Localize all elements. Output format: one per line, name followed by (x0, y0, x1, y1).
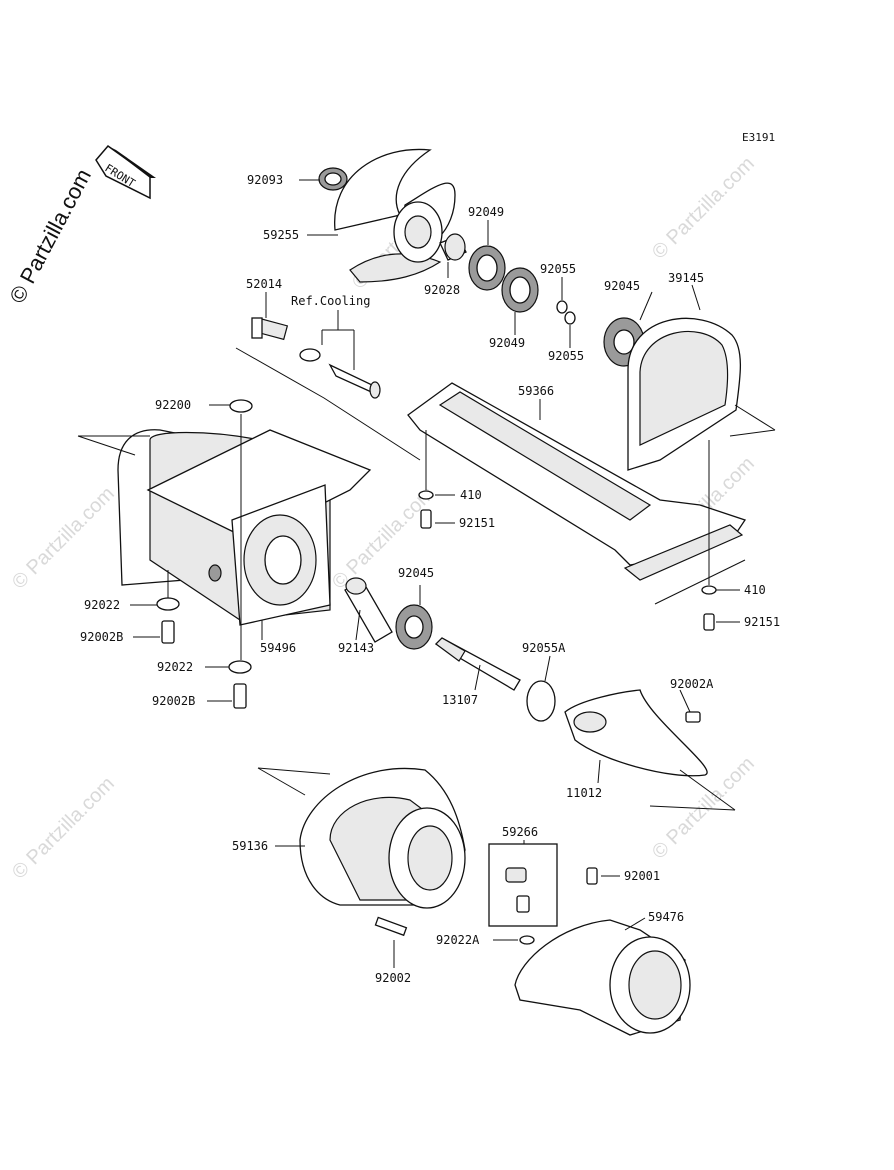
drive-shaft-13107 (434, 637, 521, 691)
watermark: © Partzilla.com (648, 153, 759, 264)
note-ref-cooling: Ref.Cooling (291, 294, 370, 308)
label-92022A: 92022A (436, 933, 480, 947)
shaft-bearings (344, 577, 433, 650)
label-59136: 59136 (232, 839, 268, 853)
front-arrow-icon: FRONT (95, 144, 156, 200)
ride-plate-59366 (407, 382, 747, 581)
part-labels: 92093 59255 92049 92028 92049 92055 9205… (80, 173, 780, 985)
label-92001: 92001 (624, 869, 660, 883)
leader-lines (77, 179, 776, 968)
label-92093: 92093 (247, 173, 283, 187)
label-92055-bottom: 92055 (548, 349, 584, 363)
hardware (156, 399, 717, 709)
label-92022-top: 92022 (84, 598, 120, 612)
label-59366: 59366 (518, 384, 554, 398)
watermark: © Partzilla.com (8, 773, 119, 884)
label-410-bottom: 410 (744, 583, 766, 597)
label-410-top: 410 (460, 488, 482, 502)
impeller-assembly (318, 148, 645, 367)
label-92002: 92002 (375, 971, 411, 985)
label-92002B-bottom: 92002B (152, 694, 195, 708)
label-59266: 59266 (502, 825, 538, 839)
label-92055A: 92055A (522, 641, 566, 655)
oring-92055A (526, 680, 556, 722)
label-11012: 11012 (566, 786, 602, 800)
label-39145: 39145 (668, 271, 704, 285)
label-13107: 13107 (442, 693, 478, 707)
reducer-59476 (514, 867, 691, 1036)
label-92049-bottom: 92049 (489, 336, 525, 350)
label-59255: 59255 (263, 228, 299, 242)
label-92028: 92028 (424, 283, 460, 297)
label-92143: 92143 (338, 641, 374, 655)
cover-39145 (627, 317, 741, 471)
label-52014: 52014 (246, 277, 282, 291)
label-92200: 92200 (155, 398, 191, 412)
label-59496: 59496 (260, 641, 296, 655)
label-92151-bottom: 92151 (744, 615, 780, 629)
copyright-text: © Partzilla.com (4, 165, 96, 308)
label-92022-bottom: 92022 (157, 660, 193, 674)
diagram-code: E3191 (742, 131, 775, 144)
label-92002B-top: 92002B (80, 630, 123, 644)
label-92151-top: 92151 (459, 516, 495, 530)
label-92045-bottom: 92045 (398, 566, 434, 580)
pump-housing-59496 (117, 429, 372, 626)
kit-59266 (488, 843, 558, 927)
nozzle-11012 (564, 689, 708, 777)
housing-59136 (299, 767, 466, 937)
label-92055-top: 92055 (540, 262, 576, 276)
label-59476: 59476 (648, 910, 684, 924)
cooling-fitting (251, 317, 381, 399)
label-92049-top: 92049 (468, 205, 504, 219)
watermark: © Partzilla.com (8, 483, 119, 594)
label-92002A: 92002A (670, 677, 714, 691)
label-92045-top: 92045 (604, 279, 640, 293)
